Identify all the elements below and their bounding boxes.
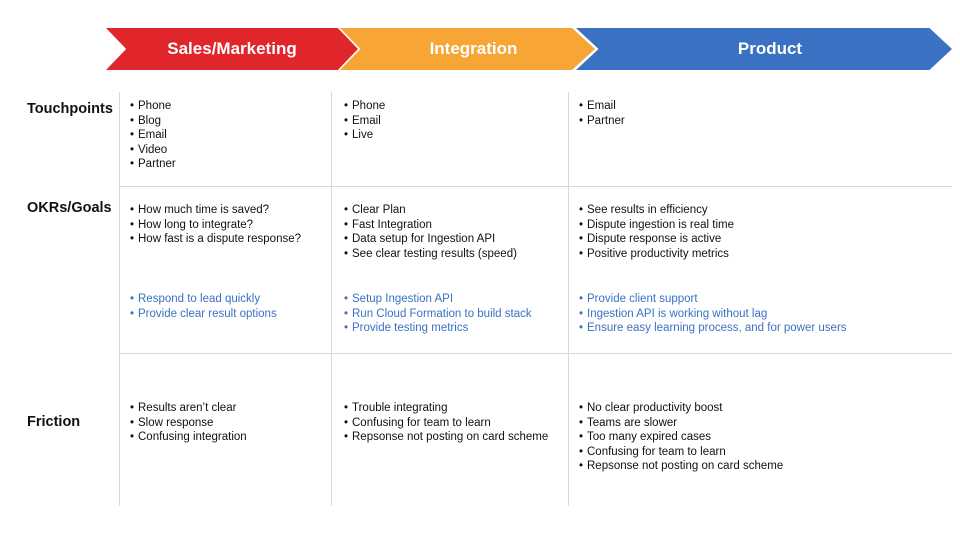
touchpoints-product-list: Email Partner	[579, 99, 625, 128]
list-item: Clear Plan	[344, 203, 517, 218]
list-item: Dispute ingestion is real time	[579, 218, 734, 233]
touchpoints-sales-list: Phone Blog Email Video Partner	[130, 99, 176, 172]
list-item: Confusing for team to learn	[344, 416, 548, 431]
friction-product-list: No clear productivity boost Teams are sl…	[579, 401, 783, 474]
list-item: How much time is saved?	[130, 203, 301, 218]
list-item: Run Cloud Formation to build stack	[344, 307, 532, 322]
stage-chevron-integration: Integration	[340, 28, 595, 70]
list-item: Phone	[344, 99, 385, 114]
column-divider	[331, 92, 332, 506]
list-item: Ensure easy learning process, and for po…	[579, 321, 847, 336]
column-divider	[119, 92, 120, 506]
list-item: Confusing integration	[130, 430, 247, 445]
list-item: Confusing for team to learn	[579, 445, 783, 460]
row-label-friction: Friction	[27, 414, 81, 430]
list-item: Provide clear result options	[130, 307, 277, 322]
list-item: How fast is a dispute response?	[130, 232, 301, 247]
list-item: Trouble integrating	[344, 401, 548, 416]
list-item: No clear productivity boost	[579, 401, 783, 416]
list-item: Email	[579, 99, 625, 114]
goals-sales-list: Respond to lead quickly Provide clear re…	[130, 292, 277, 321]
list-item: Positive productivity metrics	[579, 247, 734, 262]
list-item: See clear testing results (speed)	[344, 247, 517, 262]
list-item: Email	[130, 128, 176, 143]
row-label-okrs-goals: OKRs/Goals	[27, 200, 112, 216]
friction-sales-list: Results aren’t clear Slow response Confu…	[130, 401, 247, 445]
list-item: Partner	[130, 157, 176, 172]
list-item: Phone	[130, 99, 176, 114]
list-item: How long to integrate?	[130, 218, 301, 233]
row-divider	[120, 353, 952, 354]
friction-integration-list: Trouble integrating Confusing for team t…	[344, 401, 548, 445]
list-item: Respond to lead quickly	[130, 292, 277, 307]
column-divider	[568, 92, 569, 506]
okrs-product-list: See results in efficiency Dispute ingest…	[579, 203, 734, 261]
list-item: Dispute response is active	[579, 232, 734, 247]
list-item: Results aren’t clear	[130, 401, 247, 416]
okrs-integration-list: Clear Plan Fast Integration Data setup f…	[344, 203, 517, 261]
row-label-touchpoints: Touchpoints	[27, 101, 113, 117]
stage-label: Product	[737, 39, 803, 58]
list-item: Teams are slower	[579, 416, 783, 431]
list-item: Provide client support	[579, 292, 847, 307]
list-item: Slow response	[130, 416, 247, 431]
stage-label: Integration	[429, 39, 518, 58]
list-item: Repsonse not posting on card scheme	[344, 430, 548, 445]
list-item: See results in efficiency	[579, 203, 734, 218]
list-item: Data setup for Ingestion API	[344, 232, 517, 247]
list-item: Email	[344, 114, 385, 129]
stage-chevron-product: Product	[576, 28, 952, 70]
row-divider	[120, 186, 952, 187]
stage-label: Sales/Marketing	[167, 39, 297, 58]
goals-product-list: Provide client support Ingestion API is …	[579, 292, 847, 336]
list-item: Too many expired cases	[579, 430, 783, 445]
list-item: Provide testing metrics	[344, 321, 532, 336]
list-item: Fast Integration	[344, 218, 517, 233]
list-item: Video	[130, 143, 176, 158]
list-item: Setup Ingestion API	[344, 292, 532, 307]
list-item: Partner	[579, 114, 625, 129]
list-item: Blog	[130, 114, 176, 129]
list-item: Ingestion API is working without lag	[579, 307, 847, 322]
stage-chevron-sales-marketing: Sales/Marketing	[106, 28, 358, 70]
goals-integration-list: Setup Ingestion API Run Cloud Formation …	[344, 292, 532, 336]
touchpoints-integration-list: Phone Email Live	[344, 99, 385, 143]
list-item: Repsonse not posting on card scheme	[579, 459, 783, 474]
okrs-sales-list: How much time is saved? How long to inte…	[130, 203, 301, 247]
list-item: Live	[344, 128, 385, 143]
